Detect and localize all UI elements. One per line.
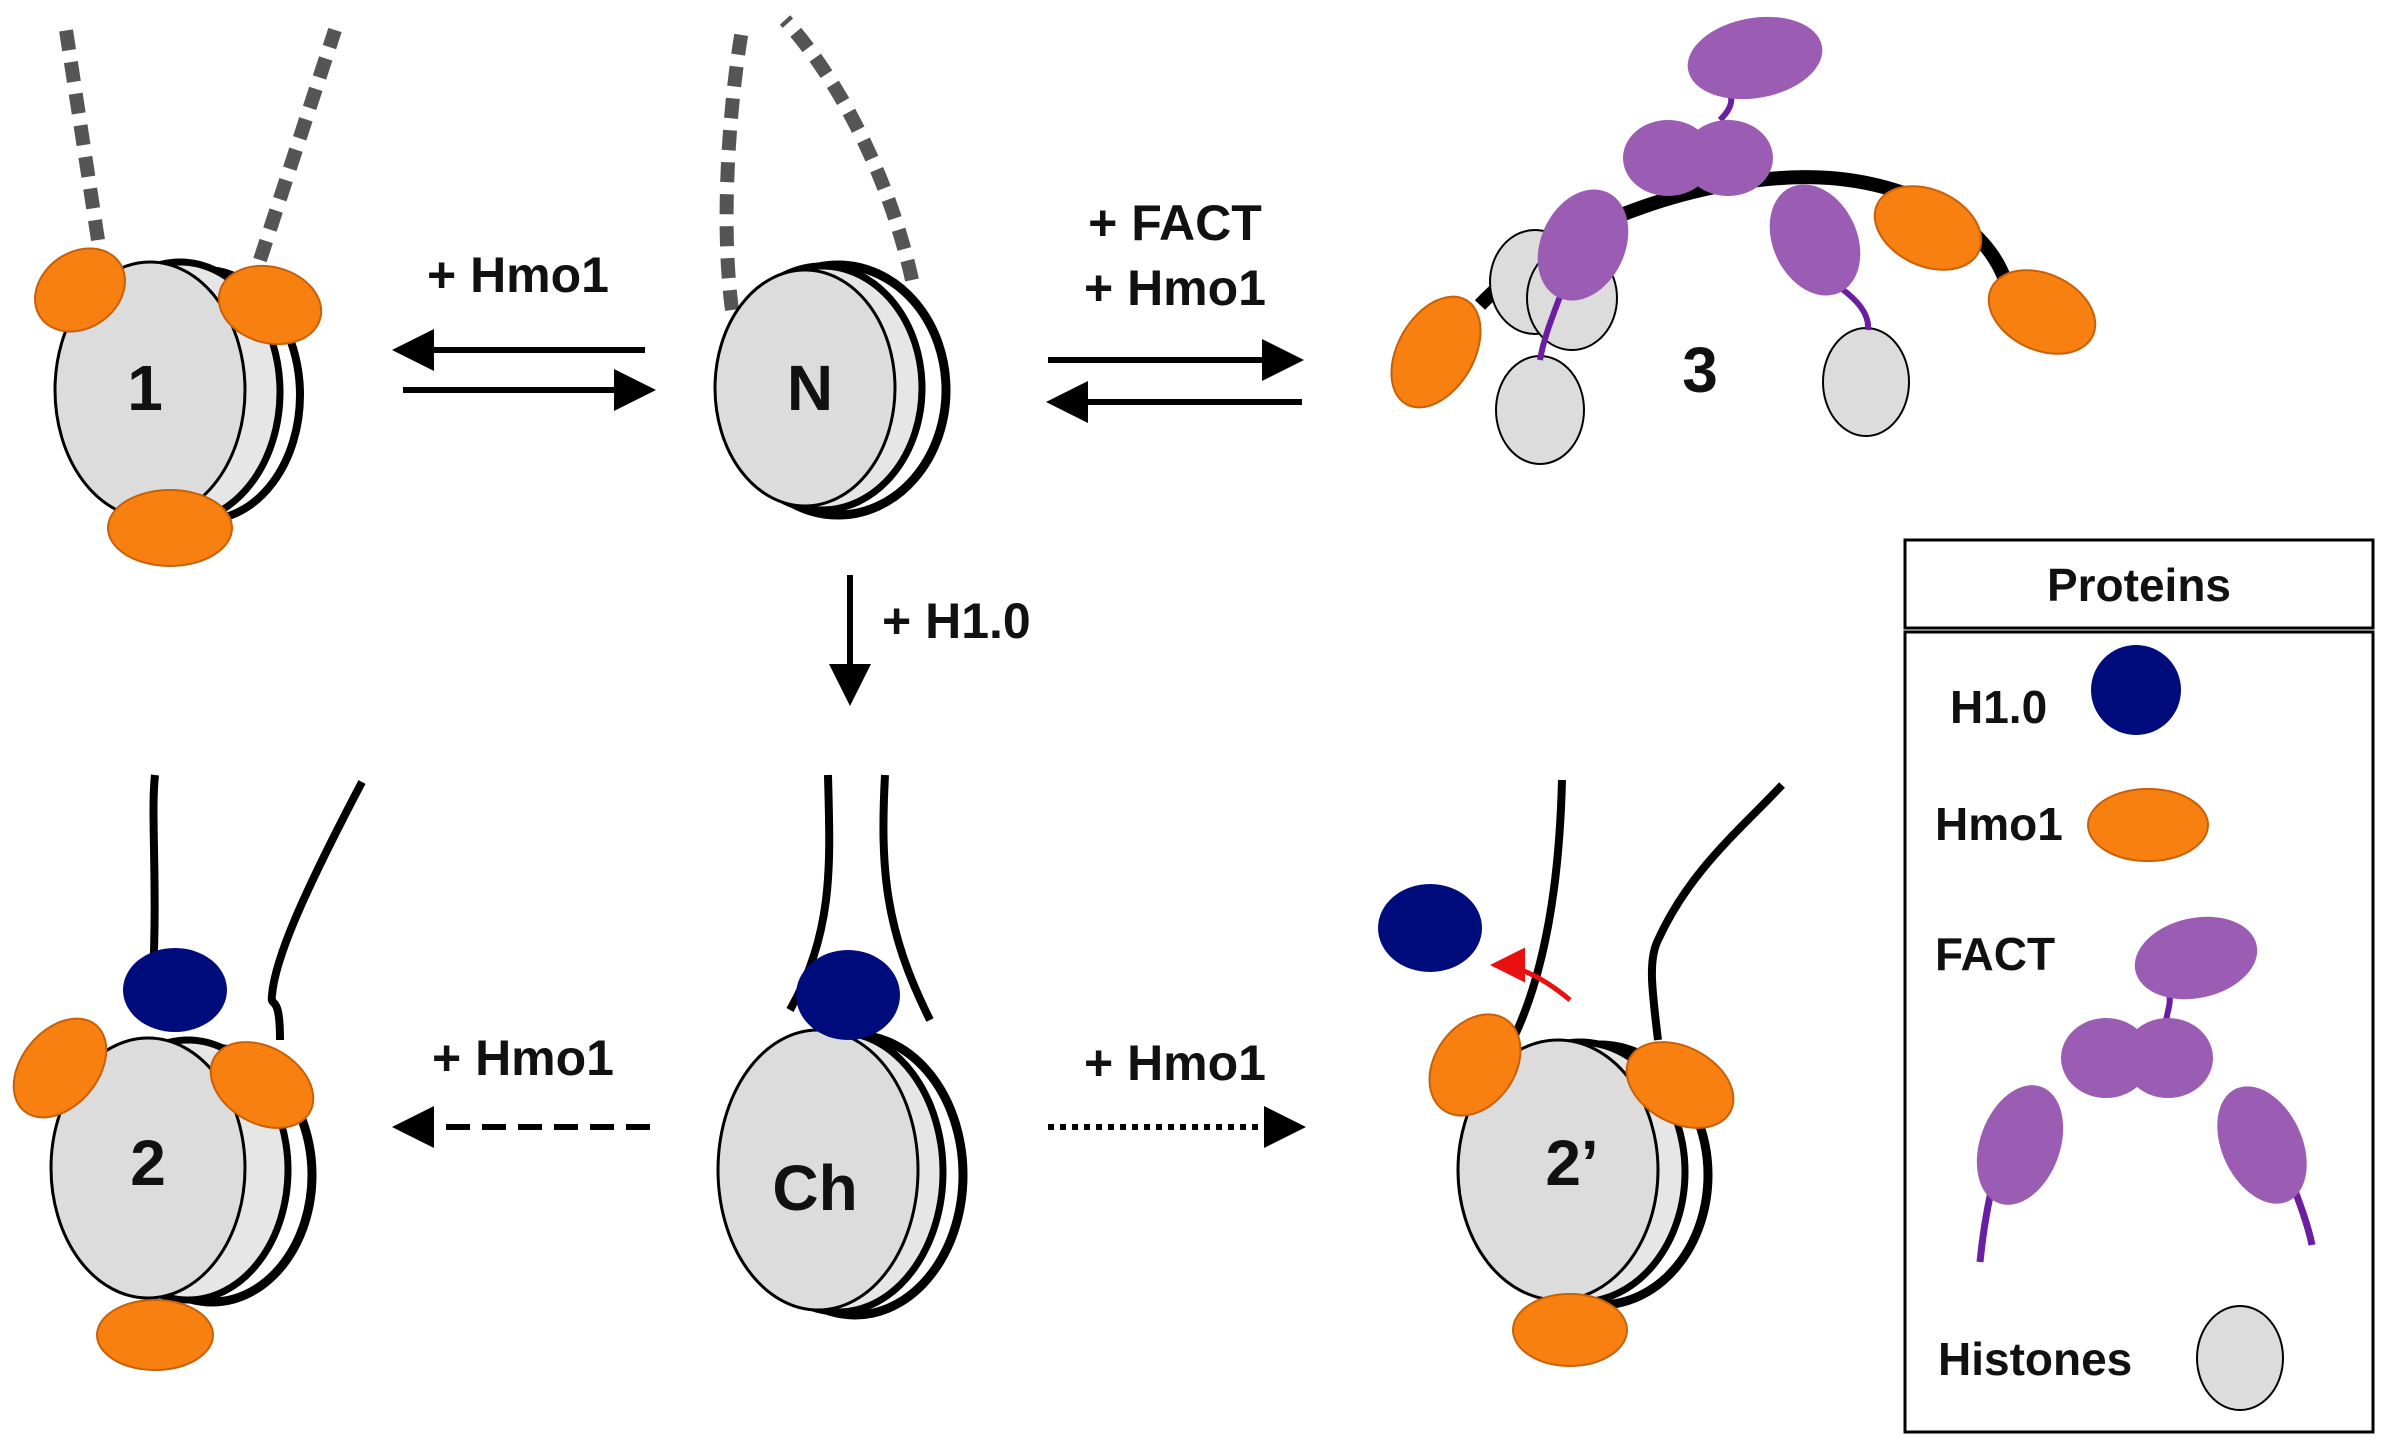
hmo1-shape — [1512, 1293, 1628, 1367]
reaction-label-hmo1-top: + Hmo1 — [427, 247, 609, 303]
state-2-label: 2 — [130, 1127, 166, 1199]
reaction-label-h10: + H1.0 — [882, 593, 1031, 649]
dna-linker-right — [1647, 782, 1785, 1041]
fact-domain — [2217, 1086, 2307, 1204]
h10-shape — [123, 948, 227, 1032]
state-ch-label: Ch — [772, 1152, 857, 1224]
dna-dashed-right — [779, 15, 919, 282]
reaction-label-fact-1: + FACT — [1088, 195, 1262, 251]
histone-swatch — [2196, 1305, 2284, 1411]
h10-shape — [796, 950, 900, 1040]
histone-disc-front — [49, 1036, 247, 1300]
hmo1-shape — [209, 1041, 315, 1129]
hmo1-shape — [1873, 185, 1983, 271]
hmo1-shape — [96, 1299, 214, 1371]
legend-title: Proteins — [2047, 559, 2231, 611]
h10-swatch — [2091, 645, 2181, 735]
reaction-ch-2: + Hmo1 — [392, 1030, 650, 1148]
fact-swatch — [1976, 916, 2316, 1263]
legend-item-hmo1: Hmo1 — [1935, 788, 2209, 862]
state-2prime-label: 2’ — [1545, 1127, 1598, 1199]
hmo1-shape — [1428, 1013, 1522, 1117]
dna-dashed-right — [253, 27, 342, 263]
state-3-label: 3 — [1682, 334, 1718, 406]
state-ch-chromatosome: Ch — [716, 774, 968, 1320]
legend-label-h10: H1.0 — [1950, 681, 2047, 733]
fact-domain — [1769, 184, 1861, 296]
hmo1-shape — [1390, 295, 1482, 409]
legend-label-histones: Histones — [1938, 1333, 2132, 1385]
fact-domain — [1537, 189, 1629, 301]
hmo1-shape — [217, 264, 323, 346]
hmo1-shape — [34, 247, 126, 333]
histone-disc-front — [713, 268, 897, 508]
state-1-nucleosome: 1 — [34, 27, 342, 567]
hmo1-shape — [1987, 269, 2097, 355]
legend-label-fact: FACT — [1935, 928, 2055, 980]
reaction-label-hmo1-bottom-right: + Hmo1 — [1084, 1035, 1266, 1091]
reaction-label-hmo1-bottom-left: + Hmo1 — [432, 1030, 614, 1086]
dna-linker-right — [879, 774, 934, 1022]
legend-item-h10: H1.0 — [1950, 645, 2181, 735]
legend-label-hmo1: Hmo1 — [1935, 798, 2063, 850]
hmo1-shape — [107, 489, 233, 567]
fact-domain — [1976, 1085, 2064, 1205]
release-arrow — [1490, 947, 1572, 1002]
state-1-label: 1 — [127, 352, 163, 424]
fact-domain — [2123, 1018, 2213, 1098]
fact-domain — [2061, 1018, 2151, 1098]
h10-shape-released — [1378, 884, 1482, 972]
histone-shape — [1495, 355, 1585, 465]
dna-dashed-left — [59, 28, 105, 242]
fact-domain — [1683, 120, 1773, 196]
legend-title-box — [1903, 538, 2375, 630]
histone-shape — [1822, 327, 1910, 437]
legend: Proteins H1.0 Hmo1 FACT Histones — [1903, 538, 2375, 1434]
dna-linker-right — [267, 780, 366, 1041]
dna-linker-left — [1511, 779, 1566, 1037]
state-2prime-nucleosome: 2’ — [1378, 779, 1785, 1367]
legend-item-fact: FACT — [1935, 916, 2316, 1263]
state-3-fact-complex: 3 — [1390, 16, 2097, 465]
state-n-nucleosome: N — [713, 15, 951, 520]
dna-dashed-left — [719, 28, 749, 311]
legend-item-histones: Histones — [1938, 1305, 2284, 1411]
reaction-n-ch: + H1.0 — [829, 575, 1031, 706]
hmo1-swatch — [2087, 788, 2209, 862]
reaction-1-n: + Hmo1 — [392, 247, 656, 411]
state-n-label: N — [787, 352, 833, 424]
fact-domain — [1687, 16, 1823, 100]
state-2-nucleosome: 2 — [12, 774, 366, 1371]
hmo1-shape — [1625, 1041, 1735, 1129]
fact-domain — [2134, 916, 2258, 1000]
reaction-ch-2prime: + Hmo1 — [1048, 1035, 1306, 1148]
reaction-label-fact-2: + Hmo1 — [1084, 260, 1266, 316]
reaction-n-3: + FACT + Hmo1 — [1046, 195, 1304, 423]
hmo1-shape — [12, 1017, 108, 1119]
